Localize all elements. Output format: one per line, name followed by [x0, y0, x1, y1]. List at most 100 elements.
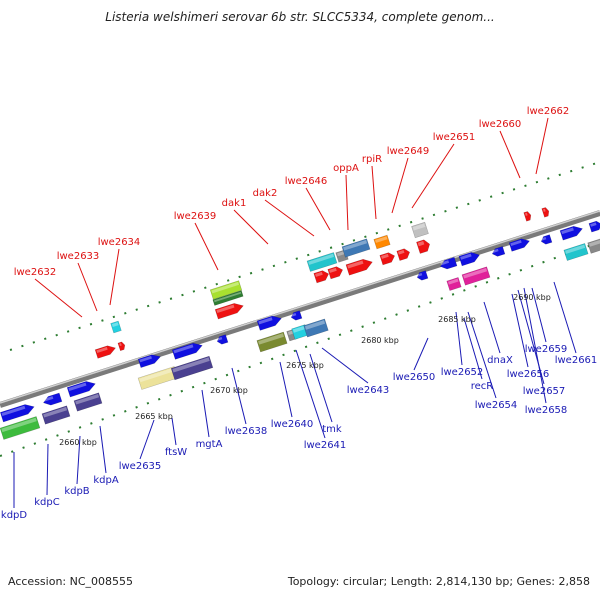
gene-label-oppA: oppA [333, 163, 359, 174]
scale-tick-6: 2690 kbp [513, 293, 551, 302]
leader-lwe2638 [231, 367, 247, 425]
scale-tick-3: 2675 kbp [286, 361, 324, 370]
leader-lwe2640 [279, 361, 293, 418]
gene-feature-16 [303, 318, 329, 338]
leader-lwe2651 [411, 143, 455, 209]
gene-feature-13 [256, 331, 288, 353]
gene-features [0, 207, 600, 440]
gene-feature-19 [214, 303, 244, 320]
gene-label-lwe2641: lwe2641 [304, 440, 347, 451]
leader-lwe2634 [109, 248, 120, 306]
accession-text: Accession: NC_008555 [8, 575, 134, 588]
gene-label-lwe2634: lwe2634 [98, 237, 141, 248]
gene-feature-44 [94, 345, 116, 359]
leader-lwe2641 [295, 349, 326, 439]
gene-feature-10 [170, 355, 214, 381]
leader-lwe2658 [523, 287, 547, 404]
leader-lwe2660 [499, 130, 521, 179]
gene-label-lwe2635: lwe2635 [119, 461, 162, 472]
gene-feature-29 [411, 221, 429, 239]
gene-label-lwe2652: lwe2652 [441, 367, 484, 378]
gene-label-kdpB: kdpB [64, 486, 89, 497]
gene-feature-43 [110, 320, 122, 334]
gene-label-lwe2658: lwe2658 [525, 405, 568, 416]
gene-label-lwe2638: lwe2638 [225, 426, 268, 437]
leader-lwe2650 [413, 337, 429, 371]
gene-feature-26 [373, 234, 391, 250]
gene-feature-25 [345, 258, 373, 276]
gene-feature-7 [171, 342, 203, 360]
gene-label-lwe2633: lwe2633 [57, 251, 100, 262]
gene-label-dnaX: dnaX [487, 355, 513, 366]
gene-label-dak2: dak2 [253, 188, 278, 199]
genome-title: Listeria welshimeri serovar 6b str. SLCC… [105, 10, 495, 24]
gene-feature-1 [43, 392, 63, 406]
gene-feature-35 [461, 266, 491, 286]
gene-label-kdpC: kdpC [34, 497, 59, 508]
gene-feature-46 [523, 211, 532, 222]
gene-label-lwe2661: lwe2661 [555, 355, 598, 366]
gene-feature-30 [416, 239, 431, 254]
gene-label-mgtA: mgtA [196, 439, 223, 450]
gene-feature-22 [341, 238, 371, 258]
gene-label-kdpD: kdpD [1, 510, 27, 521]
genome-axis [0, 210, 600, 408]
gene-label-rpiR: rpiR [362, 154, 382, 165]
gene-feature-5 [73, 392, 103, 412]
leader-ftsW [171, 417, 177, 446]
scale-tick-2: 2670 kbp [210, 386, 248, 395]
gene-label-lwe2656: lwe2656 [507, 369, 550, 380]
gene-labels: lwe2632lwe2633lwe2634lwe2639dak1dak2lwe2… [1, 106, 597, 521]
genome-summary-text: Topology: circular; Length: 2,814,130 bp… [287, 575, 590, 588]
gene-label-lwe2649: lwe2649 [387, 146, 430, 157]
leader-lwe2635 [139, 419, 155, 460]
gene-feature-34 [446, 277, 462, 291]
gene-feature-18 [212, 290, 244, 306]
gene-feature-42 [587, 238, 600, 254]
gene-label-tmk: tmk [322, 424, 342, 435]
gene-feature-0 [0, 404, 35, 423]
gene-label-dak1: dak1 [222, 198, 247, 209]
leader-dak2 [264, 199, 315, 237]
gene-label-lwe2651: lwe2651 [433, 132, 476, 143]
gene-feature-45 [117, 341, 126, 352]
leader-lwe2662 [535, 117, 549, 175]
gene-label-lwe2646: lwe2646 [285, 176, 328, 187]
genome-axis-highlight [0, 210, 600, 404]
gene-label-kdpA: kdpA [93, 475, 118, 486]
scale-tick-5: 2685 kbp [438, 315, 476, 324]
gene-feature-37 [508, 238, 530, 252]
upper-dotted-guide [9, 161, 600, 351]
leader-recR [463, 317, 483, 380]
gene-feature-20 [306, 252, 338, 272]
gene-feature-12 [290, 310, 303, 321]
gene-label-lwe2650: lwe2650 [393, 372, 436, 383]
leader-oppA [345, 174, 349, 231]
scale-tick-0: 2660 kbp [59, 438, 97, 447]
leader-lwe2632 [34, 278, 83, 318]
leader-lwe2633 [77, 262, 98, 312]
leader-rpiR [371, 165, 377, 220]
leader-lwe2646 [305, 187, 331, 231]
gene-feature-32 [440, 256, 458, 270]
gene-feature-24 [327, 266, 343, 280]
gene-label-recR: recR [471, 381, 494, 392]
leader-lwe2656 [511, 293, 529, 368]
gene-feature-8 [216, 334, 229, 345]
leader-lwe2649 [391, 157, 409, 214]
label-leaders [13, 117, 577, 508]
leader-dak1 [233, 209, 269, 245]
gene-feature-41 [563, 243, 589, 261]
leader-dnaX [483, 301, 501, 354]
gene-feature-39 [559, 225, 583, 241]
scale-tick-1: 2665 kbp [135, 412, 173, 421]
gene-feature-3 [0, 416, 41, 440]
gene-feature-31 [416, 270, 429, 281]
gene-label-lwe2657: lwe2657 [523, 386, 566, 397]
gene-label-lwe2643: lwe2643 [347, 385, 390, 396]
leader-lwe2654 [467, 311, 497, 399]
gene-label-lwe2640: lwe2640 [271, 419, 314, 430]
leader-kdpB [76, 435, 81, 485]
